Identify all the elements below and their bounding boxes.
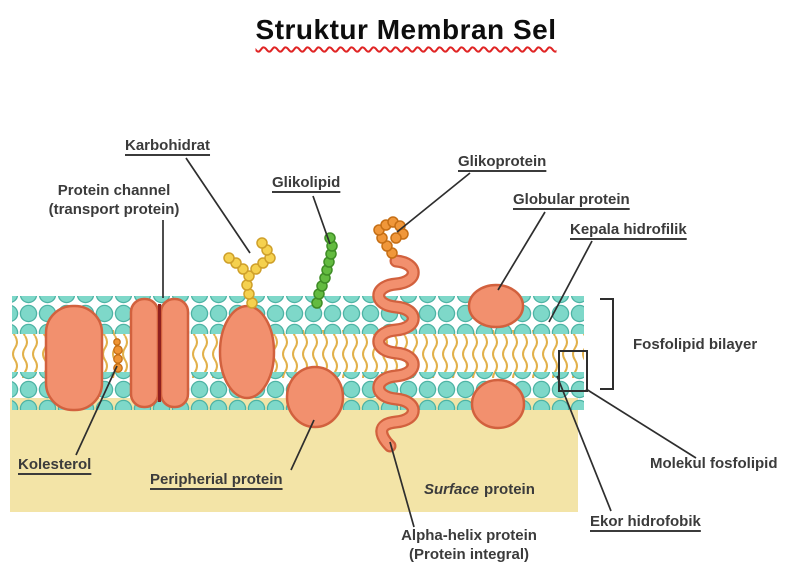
carbohydrate-chain	[223, 237, 276, 309]
fosfolipid-highlight-box	[558, 350, 588, 392]
label-surface-protein-rest: protein	[484, 481, 535, 498]
leader-kepala-hidrofilik	[548, 240, 593, 323]
page-title: Struktur Membran Sel	[0, 14, 812, 46]
leader-alpha-helix	[389, 441, 415, 528]
label-protein-channel-line1: Protein channel	[57, 182, 171, 199]
transport-protein-shape	[44, 304, 104, 412]
label-peripherial-protein: Peripherial protein	[150, 471, 283, 488]
leader-glikoprotein	[396, 172, 471, 233]
leader-lines	[75, 157, 697, 528]
leader-globular-protein	[497, 211, 546, 291]
label-ekor-hidrofobik: Ekor hidrofobik	[590, 513, 701, 530]
leader-peripherial-protein	[290, 419, 315, 471]
label-karbohidrat: Karbohidrat	[125, 137, 211, 154]
label-molekul-fosfolipid: Molekul fosfolipid	[650, 455, 778, 472]
label-surface-protein-italic: Surface	[424, 481, 480, 498]
leader-molekul-fosfolipid	[585, 388, 697, 459]
glikoprotein-chain	[373, 216, 409, 259]
leader-kolesterol	[75, 365, 118, 456]
leader-karbohidrat	[185, 157, 251, 254]
alpha-helix-shape	[372, 254, 420, 453]
label-alpha-helix: Alpha-helix protein (Protein integral)	[393, 527, 545, 565]
surface-protein-shape	[470, 378, 526, 430]
globular-protein-shape	[467, 283, 525, 329]
phospholipid-tails	[12, 330, 584, 378]
page-title-text: Struktur Membran Sel	[255, 14, 557, 45]
label-protein-channel-line2: (transport protein)	[48, 200, 180, 218]
label-glikoprotein: Glikoprotein	[458, 153, 547, 170]
channel-protein-shape	[129, 297, 190, 409]
label-glikolipid: Glikolipid	[272, 174, 341, 191]
label-protein-channel: Protein channel (transport protein)	[28, 182, 200, 220]
label-fosfolipid-bilayer: Fosfolipid bilayer	[633, 336, 758, 353]
label-globular-protein: Globular protein	[513, 191, 630, 208]
label-alpha-helix-line2: (Protein integral)	[408, 545, 529, 563]
leader-ekor-hidrofobik	[556, 375, 612, 512]
label-kepala-hidrofilik: Kepala hidrofilik	[570, 221, 687, 238]
label-alpha-helix-line1: Alpha-helix protein	[401, 527, 537, 544]
leader-glikolipid	[312, 195, 331, 245]
bilayer-bracket	[600, 298, 614, 390]
peripheral-protein-shape	[285, 365, 345, 429]
label-kolesterol: Kolesterol	[18, 456, 92, 473]
integral-protein-shape	[218, 304, 276, 400]
